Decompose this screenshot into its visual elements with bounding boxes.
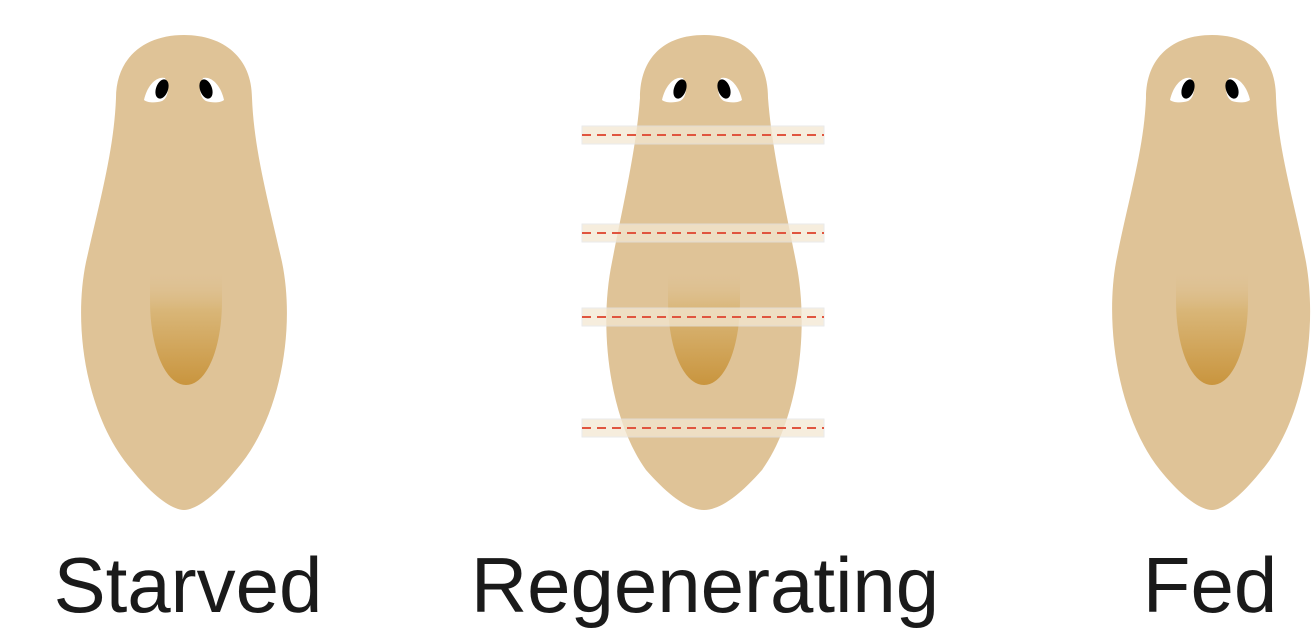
planarian-regenerating xyxy=(552,0,852,540)
cut-line-1 xyxy=(582,126,824,144)
label-regenerating: Regenerating xyxy=(440,540,970,630)
label-starved: Starved xyxy=(38,540,338,630)
planarian-starved-icon xyxy=(36,0,336,540)
planarian-fed xyxy=(1060,0,1315,540)
planarian-regenerating-icon xyxy=(552,0,852,540)
label-fed: Fed xyxy=(1110,540,1310,630)
cut-line-3 xyxy=(582,308,824,326)
planarian-fed-icon xyxy=(1060,0,1315,540)
planarian-starved xyxy=(36,0,336,540)
cut-line-2 xyxy=(582,224,824,242)
cut-line-4 xyxy=(582,419,824,437)
